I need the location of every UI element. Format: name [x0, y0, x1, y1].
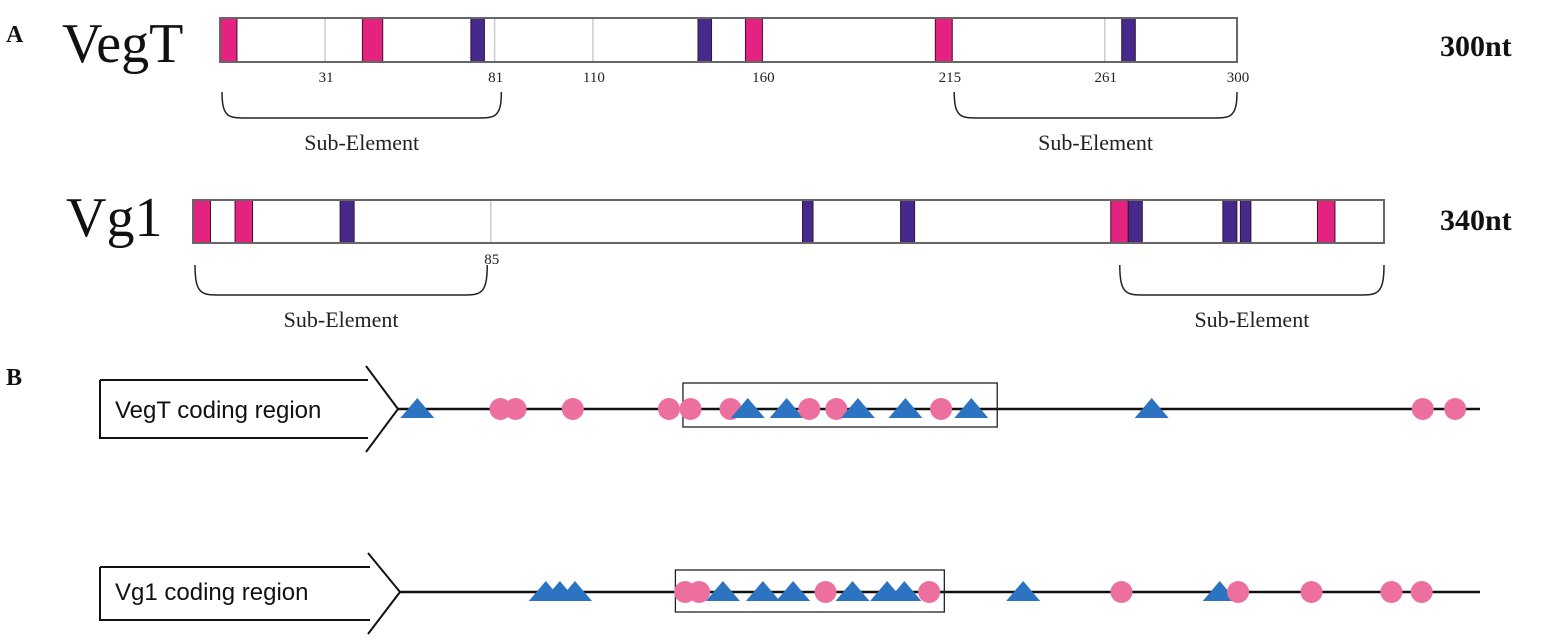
triangle-marker: [730, 398, 765, 418]
tick-label: 300: [1227, 70, 1250, 86]
purple-motif-mark: [1127, 199, 1143, 244]
vg1-coding-region-track: Vg1 coding region: [99, 552, 1480, 635]
sub-element-label: Sub-Element: [304, 130, 419, 155]
vegt-utr-diagram: VegT 300nt 31 81 110 160 215 261 300 Sub-Eleme…: [62, 13, 1512, 155]
tick-label: 110: [583, 70, 605, 86]
pink-motif-mark: [744, 17, 763, 63]
pink-motif-mark: [234, 199, 254, 244]
pink-motif-mark: [361, 17, 384, 63]
coding-region-label: VegT coding region: [115, 397, 321, 424]
circle-marker: [688, 581, 711, 603]
utr-bar: [192, 199, 1385, 244]
tick-label: 160: [752, 70, 775, 86]
motif-group: [219, 17, 1136, 63]
purple-motif-mark: [339, 199, 355, 244]
circle-marker: [679, 398, 702, 420]
triangle-marker: [887, 581, 922, 601]
tick-group: 31 81 110 160 215 261 300: [319, 18, 1250, 86]
triangle-marker: [776, 581, 811, 601]
circle-marker: [657, 398, 680, 420]
utr-bar: [219, 17, 1238, 63]
triangle-marker: [1134, 398, 1169, 418]
sub-element-label: Sub-Element: [1194, 307, 1309, 332]
gene-name-vegt: VegT: [62, 13, 183, 75]
triangle-marker: [400, 398, 435, 418]
tick-label: 261: [1095, 70, 1118, 86]
panel-b-label: B: [6, 365, 22, 391]
tick-label: 31: [319, 70, 334, 86]
pink-motif-mark: [192, 199, 212, 244]
length-label-vg1: 340nt: [1440, 204, 1512, 237]
purple-motif-mark: [470, 17, 485, 63]
circle-marker: [798, 398, 821, 420]
sub-element-label: Sub-Element: [1038, 130, 1153, 155]
coding-region-label: Vg1 coding region: [115, 579, 308, 606]
sub-element-label: Sub-Element: [284, 307, 399, 332]
circle-marker: [814, 581, 837, 603]
circle-marker: [504, 398, 527, 420]
sub-element-bracket: [221, 91, 503, 119]
purple-motif-mark: [1121, 17, 1136, 63]
tick-label: 85: [484, 252, 499, 268]
circle-marker: [489, 398, 512, 420]
circle-marker: [1411, 398, 1434, 420]
circle-marker: [918, 581, 941, 603]
pink-motif-mark: [934, 17, 953, 63]
purple-motif-mark: [697, 17, 713, 63]
triangle-marker: [769, 398, 804, 418]
sub-element-bracket: [953, 91, 1238, 119]
triangle-marker: [835, 581, 870, 601]
purple-motif-mark: [900, 199, 916, 244]
triangle-marker: [557, 581, 592, 601]
triangle-marker: [840, 398, 875, 418]
circle-marker: [1300, 581, 1323, 603]
tick-label: 81: [488, 70, 503, 86]
triangle-marker: [745, 581, 780, 601]
circle-marker: [1110, 581, 1133, 603]
triangle-marker: [705, 581, 740, 601]
purple-motif-mark: [1222, 199, 1238, 244]
gene-name-vg1: Vg1: [66, 187, 162, 249]
pink-motif-mark: [219, 17, 238, 63]
sub-element-bracket: [1119, 264, 1385, 296]
triangle-marker: [1006, 581, 1041, 601]
pink-motif-mark: [1110, 199, 1129, 244]
purple-motif-mark: [802, 199, 814, 244]
triangle-marker: [954, 398, 989, 418]
purple-motif-mark: [1239, 199, 1252, 244]
circle-marker: [1410, 581, 1433, 603]
panel-a-label: A: [6, 22, 24, 48]
length-label-vegt: 300nt: [1440, 30, 1512, 63]
circle-marker: [930, 398, 953, 420]
motif-group: [192, 199, 1336, 244]
pink-motif-mark: [1316, 199, 1336, 244]
triangle-marker: [888, 398, 923, 418]
sub-element-group: Sub-Element Sub-Element: [194, 264, 1385, 332]
tick-label: 215: [939, 70, 962, 86]
circle-marker: [1380, 581, 1403, 603]
sub-element-bracket: [194, 264, 488, 296]
vg1-utr-diagram: Vg1 340nt 85 Sub-Element Sub-Element: [66, 187, 1512, 332]
sub-element-group: Sub-Element Sub-Element: [221, 91, 1238, 155]
circle-marker: [1227, 581, 1250, 603]
marker-group: [400, 398, 1467, 420]
tick-group: 85: [484, 200, 499, 268]
circle-marker: [1444, 398, 1467, 420]
circle-marker: [825, 398, 848, 420]
vegt-coding-region-track: VegT coding region: [99, 365, 1480, 453]
marker-group: [528, 581, 1433, 603]
circle-marker: [561, 398, 584, 420]
